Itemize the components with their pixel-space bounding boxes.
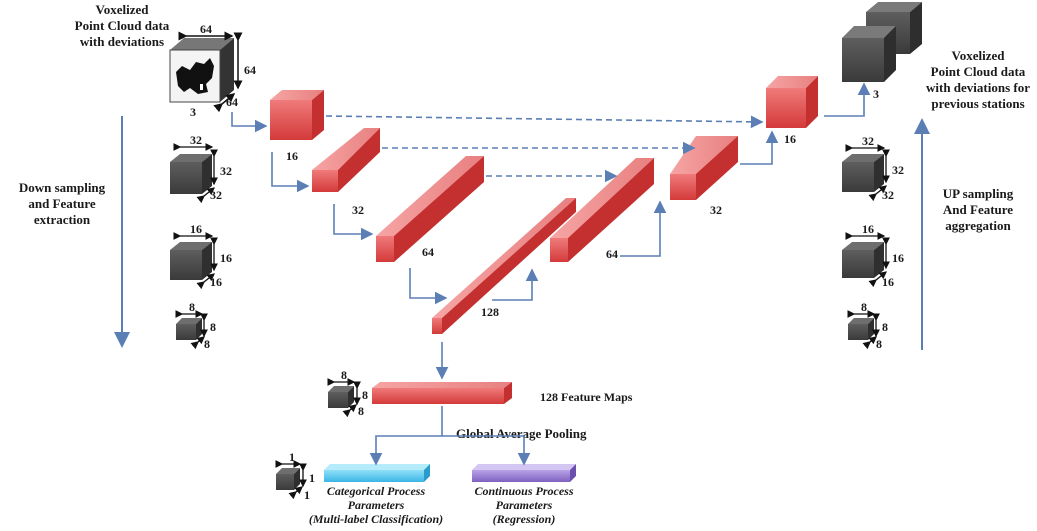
svg-text:8: 8 (876, 337, 882, 351)
decoder-block-32: 32 (670, 136, 738, 217)
right-cube-32: 32 32 32 (842, 134, 904, 202)
right-cube-8: 8 8 8 (847, 300, 888, 351)
svg-text:64: 64 (226, 95, 238, 109)
svg-text:16: 16 (210, 275, 222, 289)
left-cube-16: 16 16 16 (170, 222, 232, 290)
svg-text:8: 8 (358, 404, 364, 418)
up-sampling-label: UP sampling And Feature aggregation (943, 186, 1014, 233)
down-sampling-label: Down sampling and Feature extraction (19, 180, 106, 227)
svg-text:32: 32 (882, 188, 894, 202)
svg-text:128: 128 (481, 305, 499, 319)
right-cube-16: 16 16 16 (842, 222, 904, 289)
svg-text:Parameters: Parameters (496, 498, 553, 512)
svg-text:with deviations: with deviations (80, 34, 164, 49)
svg-text:3: 3 (873, 87, 879, 101)
svg-text:16: 16 (190, 222, 202, 236)
output-title: Voxelized Point Cloud data with deviatio… (926, 48, 1030, 111)
svg-text:Point Cloud data: Point Cloud data (75, 18, 170, 33)
svg-text:aggregation: aggregation (945, 218, 1011, 233)
svg-text:Down sampling: Down sampling (19, 180, 106, 195)
svg-text:32: 32 (710, 203, 722, 217)
left-cube-32: 32 32 32 (170, 133, 232, 204)
svg-text:extraction: extraction (34, 212, 91, 227)
feature-maps-block: 128 Feature Maps (372, 382, 633, 404)
input-voxel-cube (169, 38, 234, 103)
decoder-block-16: 16 (766, 76, 818, 146)
encoder-block-32: 32 (312, 128, 380, 217)
svg-text:Categorical Process: Categorical Process (327, 484, 426, 498)
svg-text:16: 16 (286, 149, 298, 163)
encoder-block-64: 64 (376, 156, 484, 262)
svg-text:32: 32 (352, 203, 364, 217)
svg-text:8: 8 (362, 388, 368, 402)
encoder-block-16: 16 (270, 90, 324, 163)
svg-text:Parameters: Parameters (348, 498, 405, 512)
svg-text:32: 32 (862, 134, 874, 148)
pooling-label: Global Average Pooling (456, 426, 587, 441)
svg-text:1: 1 (289, 450, 295, 464)
svg-text:1: 1 (304, 488, 310, 502)
skip-connections (325, 115, 764, 183)
bottleneck-block-128: 128 (432, 198, 576, 334)
flow-connectors (231, 82, 871, 466)
svg-text:8: 8 (861, 300, 867, 314)
left-cube-8: 8 8 8 (175, 300, 216, 351)
svg-text:16: 16 (892, 251, 904, 265)
svg-text:previous stations: previous stations (931, 96, 1024, 111)
decoder-block-64: 64 (550, 158, 654, 262)
svg-text:with deviations for: with deviations for (926, 80, 1030, 95)
svg-text:8: 8 (189, 300, 195, 314)
svg-text:64: 64 (606, 247, 618, 261)
svg-text:32: 32 (190, 133, 202, 147)
svg-text:16: 16 (882, 275, 894, 289)
regression-head: Continuous Process Parameters (Regressio… (472, 464, 576, 526)
svg-text:32: 32 (220, 164, 232, 178)
svg-text:64: 64 (422, 245, 434, 259)
feature-maps-cube: 8 8 8 (327, 368, 368, 418)
svg-text:(Regression): (Regression) (493, 512, 556, 526)
svg-text:8: 8 (882, 320, 888, 334)
svg-text:Voxelized: Voxelized (952, 48, 1006, 63)
svg-text:16: 16 (784, 132, 796, 146)
svg-text:UP sampling: UP sampling (943, 186, 1014, 201)
input-title: Voxelized Point Cloud data with deviatio… (75, 2, 170, 49)
point-cloud-shape (176, 58, 214, 94)
svg-text:16: 16 (220, 251, 232, 265)
svg-text:And Feature: And Feature (943, 202, 1013, 217)
svg-text:(Multi-label Classification): (Multi-label Classification) (309, 512, 443, 526)
svg-text:8: 8 (341, 368, 347, 382)
svg-text:8: 8 (210, 320, 216, 334)
svg-text:128 Feature Maps: 128 Feature Maps (540, 390, 633, 404)
svg-text:8: 8 (204, 337, 210, 351)
output-voxel-cubes: 3 (842, 2, 922, 101)
svg-text:3: 3 (190, 105, 196, 119)
svg-text:Voxelized: Voxelized (96, 2, 150, 17)
svg-text:16: 16 (862, 222, 874, 236)
classification-head: Categorical Process Parameters (Multi-la… (309, 464, 443, 526)
pooled-cube: 1 1 1 (275, 450, 315, 502)
svg-text:and Feature: and Feature (28, 196, 96, 211)
svg-text:32: 32 (892, 163, 904, 177)
svg-text:1: 1 (309, 471, 315, 485)
svg-text:64: 64 (200, 22, 212, 36)
svg-text:Point Cloud data: Point Cloud data (931, 64, 1026, 79)
input-dims: 64 64 64 3 (178, 22, 256, 119)
svg-text:Continuous Process: Continuous Process (474, 484, 573, 498)
svg-text:64: 64 (244, 63, 256, 77)
svg-text:32: 32 (210, 188, 222, 202)
